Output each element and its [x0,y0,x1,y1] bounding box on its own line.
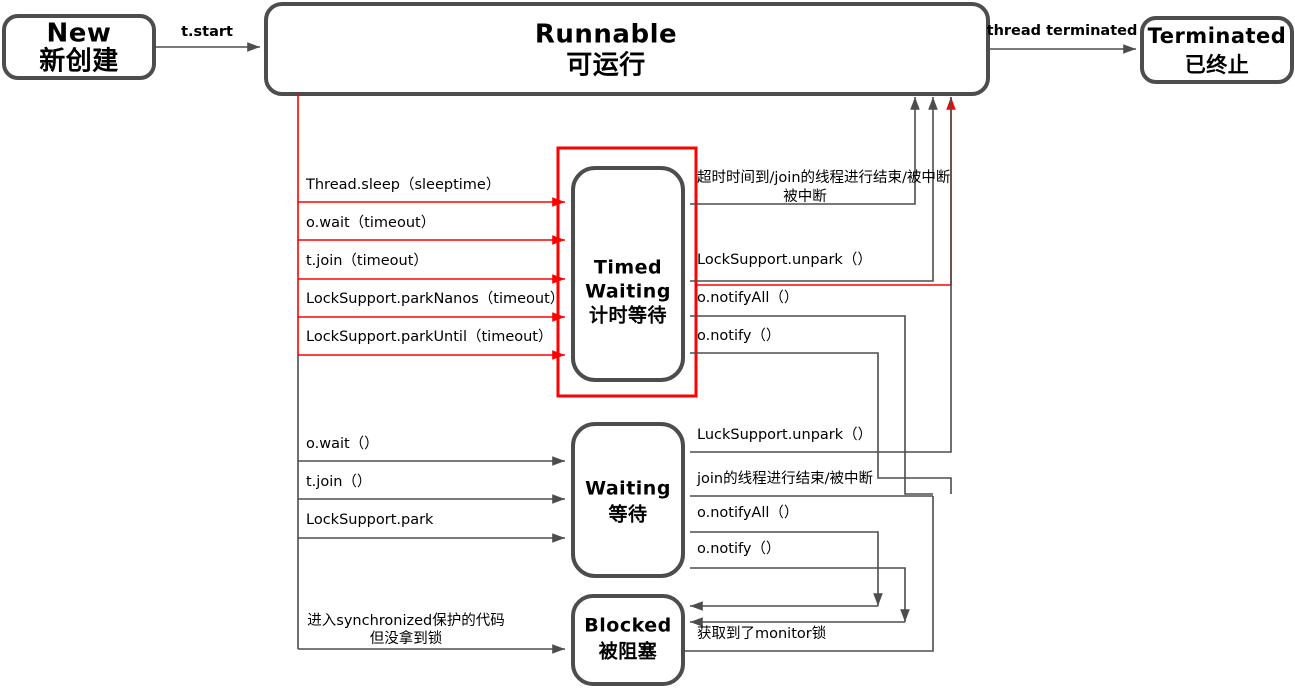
state-runnable-label-zh: 可运行 [566,50,646,81]
edge-label-new-to-runnable: t.start [181,24,233,40]
edge-label-t-join-timeout: t.join（timeout） [306,252,428,269]
edge-waiting-to-runnable-notify [690,567,910,622]
edge-waiting-to-runnable-notifyall [690,531,883,606]
state-new-label-en: New [47,19,112,49]
edge-label-o-notify: o.notify（） [697,540,780,557]
state-timed-waiting-label-en-2: Waiting [585,281,671,303]
edge-label-o-wait-timeout: o.wait（timeout） [306,214,435,231]
state-waiting-label-en: Waiting [585,478,671,500]
edge-label-t-join: t.join（） [306,473,371,490]
edge-timed-waiting-to-runnable-unpark [690,97,938,282]
state-blocked-label-en: Blocked [584,615,671,637]
state-timed-waiting-label-zh: 计时等待 [589,304,667,327]
edge-label-join-finished-interrupted: join的线程进行结束/被中断 [696,470,873,487]
state-terminated-label-en: Terminated [1148,24,1287,48]
edge-label-timeout-or-join-finished-line1: 超时时间到/join的线程进行结束/被中断 [697,169,950,186]
edge-label-locksupport-unpark-timed: LockSupport.unpark（） [697,251,872,268]
edge-label-thread-sleep: Thread.sleep（sleeptime） [305,176,500,193]
state-box-terminated[interactable] [1140,16,1294,84]
state-timed-waiting-label-en-1: Timed [594,257,662,279]
edge-timed-waiting-to-runnable-timeout [690,97,920,205]
state-terminated-label-zh: 已终止 [1185,53,1250,77]
edge-label-enter-synchronized-line1: 进入synchronized保护的代码 [307,612,504,629]
edge-label-locksupport-park: LockSupport.park [306,512,434,528]
edge-label-timeout-or-join-finished-line2: 被中断 [783,188,827,205]
edge-blocked-to-runnable [683,496,934,652]
edge-label-park-until: LockSupport.parkUntil（timeout） [306,328,553,345]
edge-label-o-notifyall-timed: o.notifyAll（） [697,289,798,306]
edge-timed-waiting-to-runnable-notifyall [690,315,933,495]
state-box-waiting[interactable] [571,422,685,578]
edge-label-park-nanos: LockSupport.parkNanos（timeout） [306,290,564,307]
edge-label-acquired-monitor-lock: 获取到了monitor锁 [697,625,826,642]
state-waiting-label-zh: 等待 [607,503,647,526]
edge-label-o-wait: o.wait（） [306,435,379,452]
edge-label-lucksupport-unpark: LuckSupport.unpark（） [697,426,872,443]
edge-label-runnable-to-terminated: thread terminated [987,23,1138,39]
edge-timed-waiting-to-runnable-notify [690,352,952,494]
state-runnable-label-en: Runnable [535,20,677,50]
edge-label-o-notifyall: o.notifyAll（） [697,504,798,521]
timed-waiting-group-frame [556,146,698,398]
state-blocked-label-zh: 被阻塞 [599,640,658,663]
state-new-label-zh: 新创建 [39,46,119,77]
state-box-blocked[interactable] [571,594,685,686]
edge-label-enter-synchronized-line2: 但没拿到锁 [370,629,443,647]
edge-waiting-to-runnable-unpark [690,97,952,453]
state-box-timed-waiting[interactable] [571,166,685,382]
edge-label-o-notify-timed: o.notify（） [697,327,780,344]
